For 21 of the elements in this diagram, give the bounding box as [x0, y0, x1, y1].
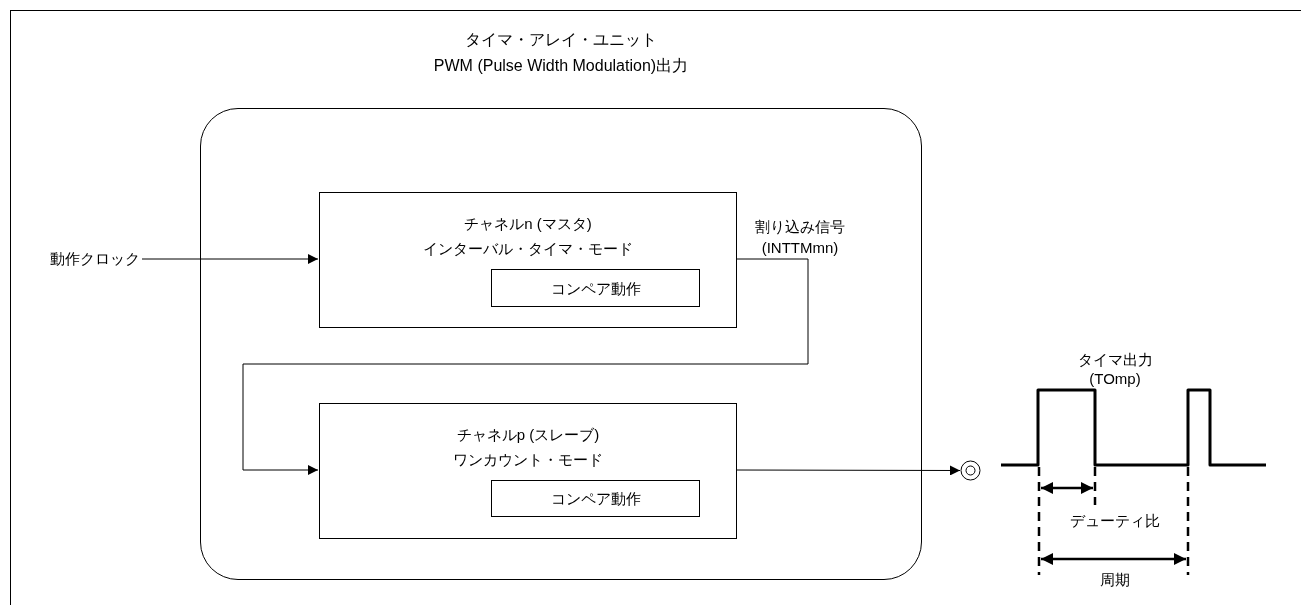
- box-text: チャネルp (スレーブ): [456, 425, 600, 445]
- box-text: ワンカウント・モード: [453, 450, 603, 470]
- arrow: [242, 258, 809, 475]
- box-text: PWM (Pulse Width Modulation)出力: [433, 56, 689, 76]
- arrow: [141, 254, 319, 264]
- box-text: チャネルn (マスタ): [464, 214, 592, 234]
- label-text: デューティ比: [1069, 511, 1161, 531]
- box-text: 動作クロック: [50, 248, 140, 269]
- label-text: 周期: [1099, 570, 1131, 590]
- channel-box: [319, 403, 737, 539]
- channel-box: [319, 192, 737, 328]
- operation-box: [491, 480, 700, 517]
- arrow: [735, 465, 961, 476]
- operation-box: [491, 269, 700, 307]
- box-text: コンペア動作: [550, 489, 641, 509]
- box-text: タイマ・アレイ・ユニット: [465, 30, 657, 50]
- output-terminal-circle: [960, 460, 981, 481]
- label-text: タイマ出力: [1076, 350, 1154, 370]
- box-text: インターバル・タイマ・モード: [423, 239, 633, 259]
- label-text: (TOmp): [1088, 369, 1142, 389]
- box-text: コンペア動作: [550, 278, 641, 299]
